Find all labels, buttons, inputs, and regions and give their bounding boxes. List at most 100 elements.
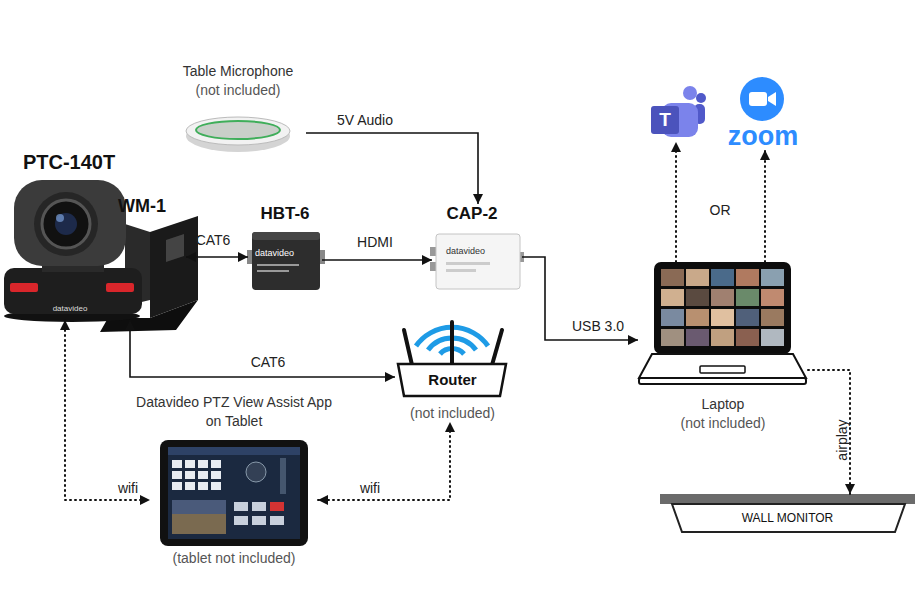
- mount-hole: [166, 234, 184, 262]
- app-button: [211, 460, 221, 468]
- app-preview: [172, 500, 226, 514]
- video-tile: [686, 269, 709, 286]
- lens-glass: [55, 213, 77, 235]
- brand-logo: datavideo: [255, 248, 305, 259]
- lens-ring: [34, 192, 98, 256]
- teams-node: T: [648, 86, 706, 142]
- antenna: [404, 330, 412, 365]
- app-button: [270, 502, 284, 511]
- device-label: Laptop: [638, 395, 808, 413]
- wireless-link: [318, 422, 450, 500]
- video-tile: [761, 269, 784, 286]
- monitor-bar: [660, 494, 915, 504]
- trackpad: [700, 366, 745, 373]
- video-tile: [686, 289, 709, 306]
- device-label: CAP-2: [432, 204, 512, 224]
- cable-link: [130, 320, 395, 377]
- antenna: [450, 322, 454, 365]
- app-button: [270, 516, 284, 525]
- logo-camera: [749, 92, 767, 106]
- video-tile: [661, 269, 684, 286]
- print-line: [446, 262, 490, 265]
- app-button: [172, 471, 182, 479]
- app-button: [234, 516, 248, 525]
- logo-circle: [740, 77, 784, 121]
- print-line: [257, 264, 299, 266]
- laptop-illustration: [639, 262, 806, 384]
- laptop-screen: [654, 262, 791, 354]
- microphone-node: Table Microphone(not included): [170, 62, 306, 152]
- app-button: [172, 460, 182, 468]
- cable-link: [186, 256, 248, 258]
- app-preview: [172, 500, 226, 534]
- router-body: [398, 364, 506, 396]
- note-text: (not included): [638, 414, 808, 432]
- app-button: [252, 516, 266, 525]
- tablet-illustration: [160, 440, 308, 546]
- laptop-deck: [639, 354, 806, 378]
- or-note: OR: [710, 202, 731, 218]
- microphone-illustration: [186, 117, 290, 152]
- cable-link: [322, 259, 432, 261]
- tablet-screen: [168, 447, 300, 539]
- device-label: Table Microphone: [170, 62, 306, 80]
- note-text: (tablet not included): [140, 549, 328, 567]
- video-tile: [686, 309, 709, 326]
- wall-monitor-illustration: [660, 494, 915, 532]
- mic-ring: [196, 121, 280, 139]
- note-text: (not included): [170, 81, 306, 99]
- router-node: Router (not included): [395, 322, 510, 422]
- logo-head: [696, 93, 706, 103]
- zoom-node: zoom: [722, 76, 804, 150]
- device-label: Router: [400, 370, 505, 390]
- logo-word: zoom: [722, 122, 804, 150]
- laptop-node: Laptop(not included): [638, 262, 808, 434]
- antenna: [492, 330, 502, 365]
- brand-logo: datavideo: [40, 304, 100, 314]
- note-text: (not included): [395, 404, 510, 422]
- video-tile: [736, 309, 759, 326]
- app-joystick: [246, 462, 266, 482]
- brand-logo: datavideo: [446, 246, 496, 257]
- box-body: [436, 234, 520, 289]
- app-button: [198, 482, 208, 490]
- video-tile: [711, 289, 734, 306]
- video-tile: [736, 329, 759, 346]
- tablet-node: Datavideo PTZ View Assist App on Tablet(…: [150, 393, 318, 568]
- print-line: [446, 269, 476, 272]
- app-button: [252, 502, 266, 511]
- device-label: Datavideo PTZ View Assist App on Tablet: [135, 393, 333, 431]
- wireless-link: [764, 150, 766, 262]
- app-button: [198, 471, 208, 479]
- app-button: [211, 482, 221, 490]
- wireless-link: [65, 320, 150, 500]
- video-tile: [761, 329, 784, 346]
- mount-node: WM-1: [118, 195, 186, 305]
- tally-light: [106, 283, 134, 292]
- video-tile: [711, 309, 734, 326]
- signal-label: USB 3.0: [572, 318, 624, 334]
- teams-logo: [651, 86, 706, 137]
- signal-label: wifi: [360, 480, 380, 496]
- tally-light: [10, 283, 38, 292]
- logo-camera: [768, 92, 776, 106]
- cap2-illustration: [430, 234, 524, 289]
- video-tile: [761, 289, 784, 306]
- video-tile: [661, 329, 684, 346]
- video-tile: [711, 269, 734, 286]
- laptop-edge: [639, 378, 806, 384]
- cable-link: [306, 133, 478, 204]
- signal-label: wifi: [118, 480, 138, 496]
- cable-link: [522, 257, 638, 340]
- router-illustration: [398, 322, 506, 396]
- signal-label: 5V Audio: [337, 112, 393, 128]
- camera-head: [14, 180, 126, 266]
- wireless-link: [808, 370, 850, 494]
- logo-letter: T: [651, 106, 679, 134]
- zoom-logo: [740, 77, 784, 121]
- app-slider: [280, 458, 286, 494]
- video-tile: [661, 289, 684, 306]
- lens: [42, 200, 90, 248]
